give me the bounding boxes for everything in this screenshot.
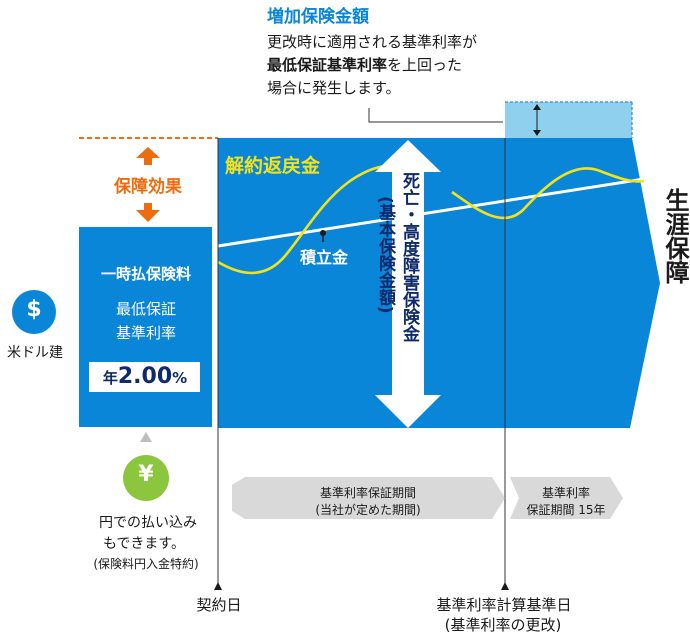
yen-line3: (保険料円入金特約) bbox=[93, 557, 199, 571]
increase-arrow-head-down bbox=[533, 130, 541, 136]
rate-prefix: 年 bbox=[102, 369, 118, 387]
yen-pointer-icon bbox=[140, 432, 152, 442]
period2-line2: 保証期間 15年 bbox=[526, 503, 606, 517]
yen-icon bbox=[123, 455, 169, 501]
death-label-col1: 死亡・高度障害保険金 bbox=[399, 172, 419, 342]
rate-number: 2.00 bbox=[117, 364, 173, 389]
currency-label: 米ドル建 bbox=[7, 345, 63, 361]
period2-band bbox=[510, 477, 623, 519]
contract-date-marker-icon bbox=[214, 582, 222, 590]
note-line2-rest: を上回った bbox=[387, 56, 463, 74]
yen-symbol: ¥ bbox=[138, 462, 154, 487]
note-connector bbox=[368, 108, 503, 123]
min-rate-line2: 基準利率 bbox=[115, 324, 177, 342]
effect-arrow-up-icon bbox=[136, 147, 160, 165]
accum-label-bg bbox=[298, 243, 350, 265]
coverage-region bbox=[218, 138, 660, 428]
calc-date-marker-icon bbox=[501, 582, 509, 590]
premium-box bbox=[79, 227, 212, 427]
accum-pointer-dot bbox=[320, 230, 326, 236]
effect-label: 保障効果 bbox=[114, 177, 182, 197]
period1-line1: 基準利率保証期間 bbox=[319, 486, 417, 500]
contract-date-label: 契約日 bbox=[196, 596, 242, 614]
effect-arrow-down-icon bbox=[136, 203, 160, 222]
min-rate-line1: 最低保証 bbox=[115, 300, 177, 318]
dollar-symbol: $ bbox=[26, 297, 42, 322]
increase-region bbox=[505, 102, 632, 138]
period1-band bbox=[232, 477, 505, 519]
note-line1: 更改時に適用される基準利率が bbox=[267, 33, 478, 51]
yen-line2: もできます。 bbox=[102, 536, 186, 552]
death-benefit-arrow bbox=[375, 140, 441, 428]
surrender-label: 解約返戻金 bbox=[225, 155, 321, 177]
note-title: 増加保険金額 bbox=[267, 7, 369, 27]
accum-label: 積立金 bbox=[299, 248, 349, 267]
accumulation-line bbox=[217, 177, 645, 248]
note-line3: 場合に発生します。 bbox=[267, 79, 401, 97]
surrender-curve-right bbox=[451, 167, 645, 220]
period2-line1: 基準利率 bbox=[541, 486, 591, 500]
rate-badge bbox=[89, 362, 200, 392]
rate-suffix: % bbox=[172, 369, 188, 387]
lifetime-label: 生涯保障 bbox=[661, 188, 689, 284]
yen-line1: 円での払い込み bbox=[99, 515, 197, 531]
note-line2-bold: 最低保証基準利率 bbox=[267, 56, 388, 74]
premium-title: 一時払保険料 bbox=[100, 265, 192, 283]
increase-arrow-head-up bbox=[533, 104, 541, 110]
calc-date-line2: (基準利率の更改) bbox=[444, 616, 562, 634]
note-line2: 最低保証基準利率を上回った bbox=[267, 54, 462, 75]
calc-date-line1: 基準利率計算基準日 bbox=[436, 596, 572, 614]
death-label-col2: (基本保険金額) bbox=[375, 196, 395, 314]
period1-line2: (当社が定めた期間) bbox=[315, 503, 421, 517]
rate-value: 年2.00% bbox=[103, 364, 187, 389]
dollar-icon bbox=[12, 290, 56, 334]
